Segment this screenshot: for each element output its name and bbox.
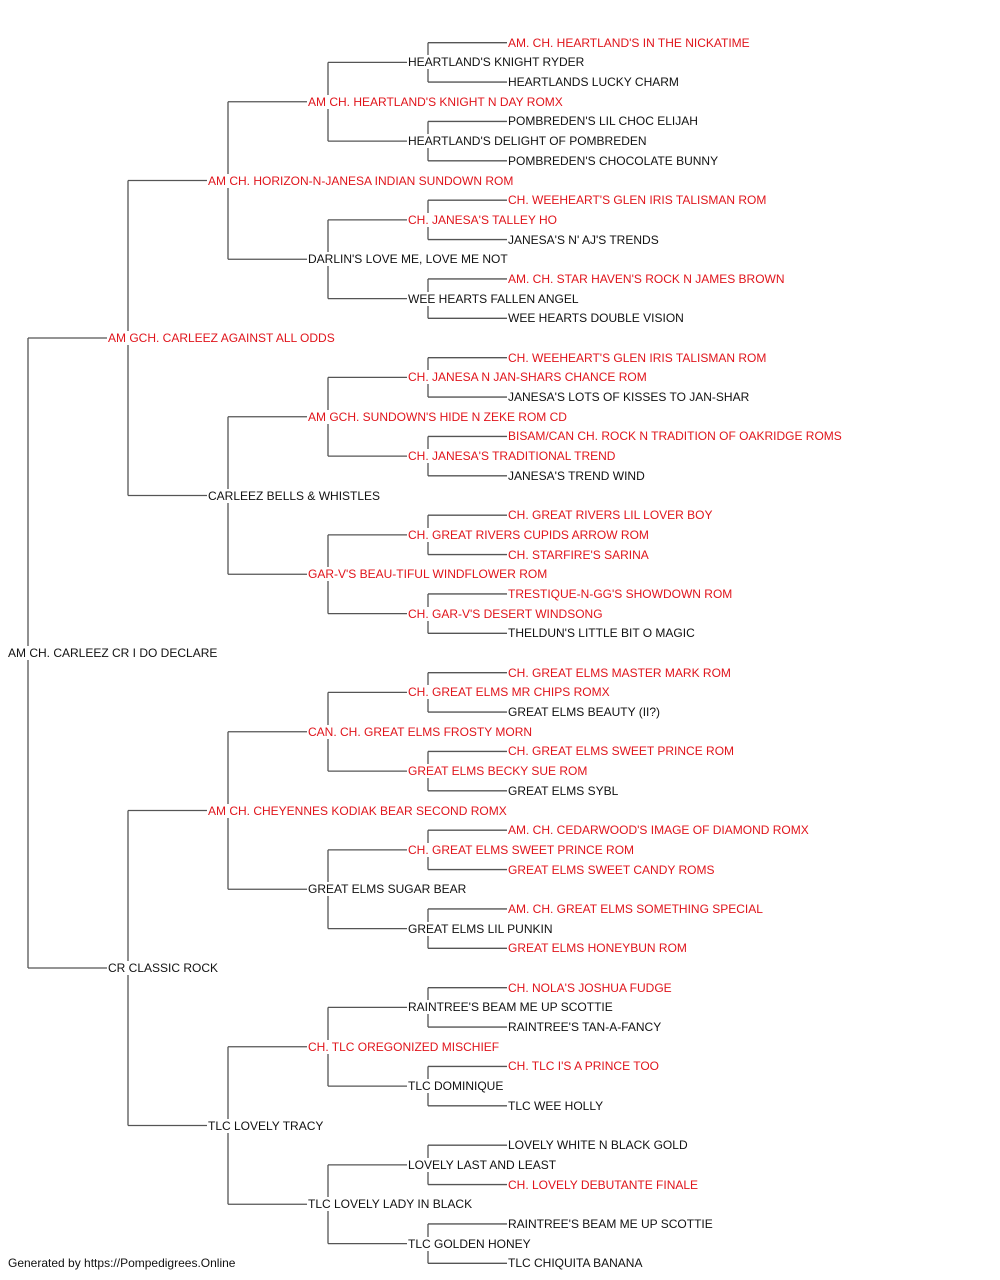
ancestor-name-gen4: CH. JANESA'S TRADITIONAL TREND [407,449,617,464]
ancestor-name-gen5: CH. NOLA'S JOSHUA FUDGE [507,980,673,995]
footer-credit: Generated by https://Pompedigrees.Online [8,1256,236,1270]
ancestor-name-gen5: GREAT ELMS BEAUTY (II?) [507,705,662,720]
ancestor-name-gen5: HEARTLANDS LUCKY CHARM [507,75,680,90]
ancestor-name-gen5: CH. WEEHEART'S GLEN IRIS TALISMAN ROM [507,350,768,365]
ancestor-name-gen4: TLC DOMINIQUE [407,1079,505,1094]
ancestor-name-gen5: TLC CHIQUITA BANANA [507,1256,644,1271]
ancestor-name-gen4: HEARTLAND'S DELIGHT OF POMBREDEN [407,134,648,149]
ancestor-name-gen4: LOVELY LAST AND LEAST [407,1157,558,1172]
ancestor-name-gen5: JANESA'S N' AJ'S TRENDS [507,232,660,247]
ancestor-name-gen2: TLC LOVELY TRACY [207,1118,325,1133]
ancestor-name-gen5: CH. WEEHEART'S GLEN IRIS TALISMAN ROM [507,193,768,208]
ancestor-name-gen5: AM. CH. STAR HAVEN'S ROCK N JAMES BROWN [507,271,786,286]
ancestor-name-gen3: AM CH. HEARTLAND'S KNIGHT N DAY ROMX [307,94,564,109]
ancestor-name-gen4: CH. GAR-V'S DESERT WINDSONG [407,606,604,621]
ancestor-name-gen5: RAINTREE'S TAN-A-FANCY [507,1020,663,1035]
ancestor-name-gen4: CH. JANESA N JAN-SHARS CHANCE ROM [407,370,648,385]
subject-dog-name: AM CH. CARLEEZ CR I DO DECLARE [7,646,219,660]
ancestor-name-gen5: RAINTREE'S BEAM ME UP SCOTTIE [507,1216,714,1231]
ancestor-name-gen1: AM GCH. CARLEEZ AGAINST ALL ODDS [107,331,336,345]
ancestor-name-gen1: CR CLASSIC ROCK [107,961,220,975]
ancestor-name-gen4: CH. GREAT ELMS MR CHIPS ROMX [407,685,611,700]
ancestor-name-gen5: THELDUN'S LITTLE BIT O MAGIC [507,626,696,641]
ancestor-name-gen4: TLC GOLDEN HONEY [407,1236,532,1251]
ancestor-name-gen5: BISAM/CAN CH. ROCK N TRADITION OF OAKRID… [507,429,843,444]
ancestor-name-gen5: JANESA'S LOTS OF KISSES TO JAN-SHAR [507,390,751,405]
ancestor-name-gen4: GREAT ELMS LIL PUNKIN [407,921,554,936]
ancestor-name-gen4: CH. GREAT RIVERS CUPIDS ARROW ROM [407,527,650,542]
ancestor-name-gen5: JANESA'S TREND WIND [507,468,646,483]
ancestor-name-gen5: TRESTIQUE-N-GG'S SHOWDOWN ROM [507,586,734,601]
ancestor-name-gen4: CH. GREAT ELMS SWEET PRINCE ROM [407,842,636,857]
ancestor-name-gen5: WEE HEARTS DOUBLE VISION [507,311,685,326]
ancestor-name-gen3: DARLIN'S LOVE ME, LOVE ME NOT [307,252,509,267]
ancestor-name-gen5: CH. TLC I'S A PRINCE TOO [507,1059,661,1074]
ancestor-name-gen5: TLC WEE HOLLY [507,1098,605,1113]
ancestor-name-gen4: WEE HEARTS FALLEN ANGEL [407,291,580,306]
ancestor-name-gen5: AM. CH. HEARTLAND'S IN THE NICKATIME [507,35,751,50]
ancestor-name-gen5: CH. GREAT ELMS SWEET PRINCE ROM [507,744,736,759]
ancestor-name-gen4: HEARTLAND'S KNIGHT RYDER [407,55,586,70]
ancestor-name-gen5: GREAT ELMS SWEET CANDY ROMS [507,862,716,877]
ancestor-name-gen2: AM CH. CHEYENNES KODIAK BEAR SECOND ROMX [207,803,508,818]
ancestor-name-gen5: CH. LOVELY DEBUTANTE FINALE [507,1177,700,1192]
ancestor-name-gen5: GREAT ELMS SYBL [507,783,620,798]
ancestor-name-gen3: TLC LOVELY LADY IN BLACK [307,1197,474,1212]
ancestor-name-gen4: CH. JANESA'S TALLEY HO [407,212,559,227]
ancestor-name-gen3: GREAT ELMS SUGAR BEAR [307,882,468,897]
ancestor-name-gen3: CAN. CH. GREAT ELMS FROSTY MORN [307,724,534,739]
ancestor-name-gen3: GAR-V'S BEAU-TIFUL WINDFLOWER ROM [307,567,549,582]
ancestor-name-gen4: RAINTREE'S BEAM ME UP SCOTTIE [407,1000,614,1015]
ancestor-name-gen3: AM GCH. SUNDOWN'S HIDE N ZEKE ROM CD [307,409,568,424]
ancestor-name-gen5: CH. GREAT RIVERS LIL LOVER BOY [507,508,714,523]
ancestor-name-gen5: CH. STARFIRE'S SARINA [507,547,650,562]
ancestor-name-gen2: AM CH. HORIZON-N-JANESA INDIAN SUNDOWN R… [207,173,515,188]
ancestor-name-gen5: GREAT ELMS HONEYBUN ROM [507,941,688,956]
ancestor-name-gen5: LOVELY WHITE N BLACK GOLD [507,1138,689,1153]
ancestor-name-gen4: GREAT ELMS BECKY SUE ROM [407,764,589,779]
ancestor-name-gen5: POMBREDEN'S CHOCOLATE BUNNY [507,153,720,168]
ancestor-name-gen5: AM. CH. GREAT ELMS SOMETHING SPECIAL [507,901,764,916]
ancestor-name-gen5: AM. CH. CEDARWOOD'S IMAGE OF DIAMOND ROM… [507,823,810,838]
ancestor-name-gen2: CARLEEZ BELLS & WHISTLES [207,488,382,503]
ancestor-name-gen3: CH. TLC OREGONIZED MISCHIEF [307,1039,501,1054]
ancestor-name-gen5: POMBREDEN'S LIL CHOC ELIJAH [507,114,699,129]
ancestor-name-gen5: CH. GREAT ELMS MASTER MARK ROM [507,665,732,680]
